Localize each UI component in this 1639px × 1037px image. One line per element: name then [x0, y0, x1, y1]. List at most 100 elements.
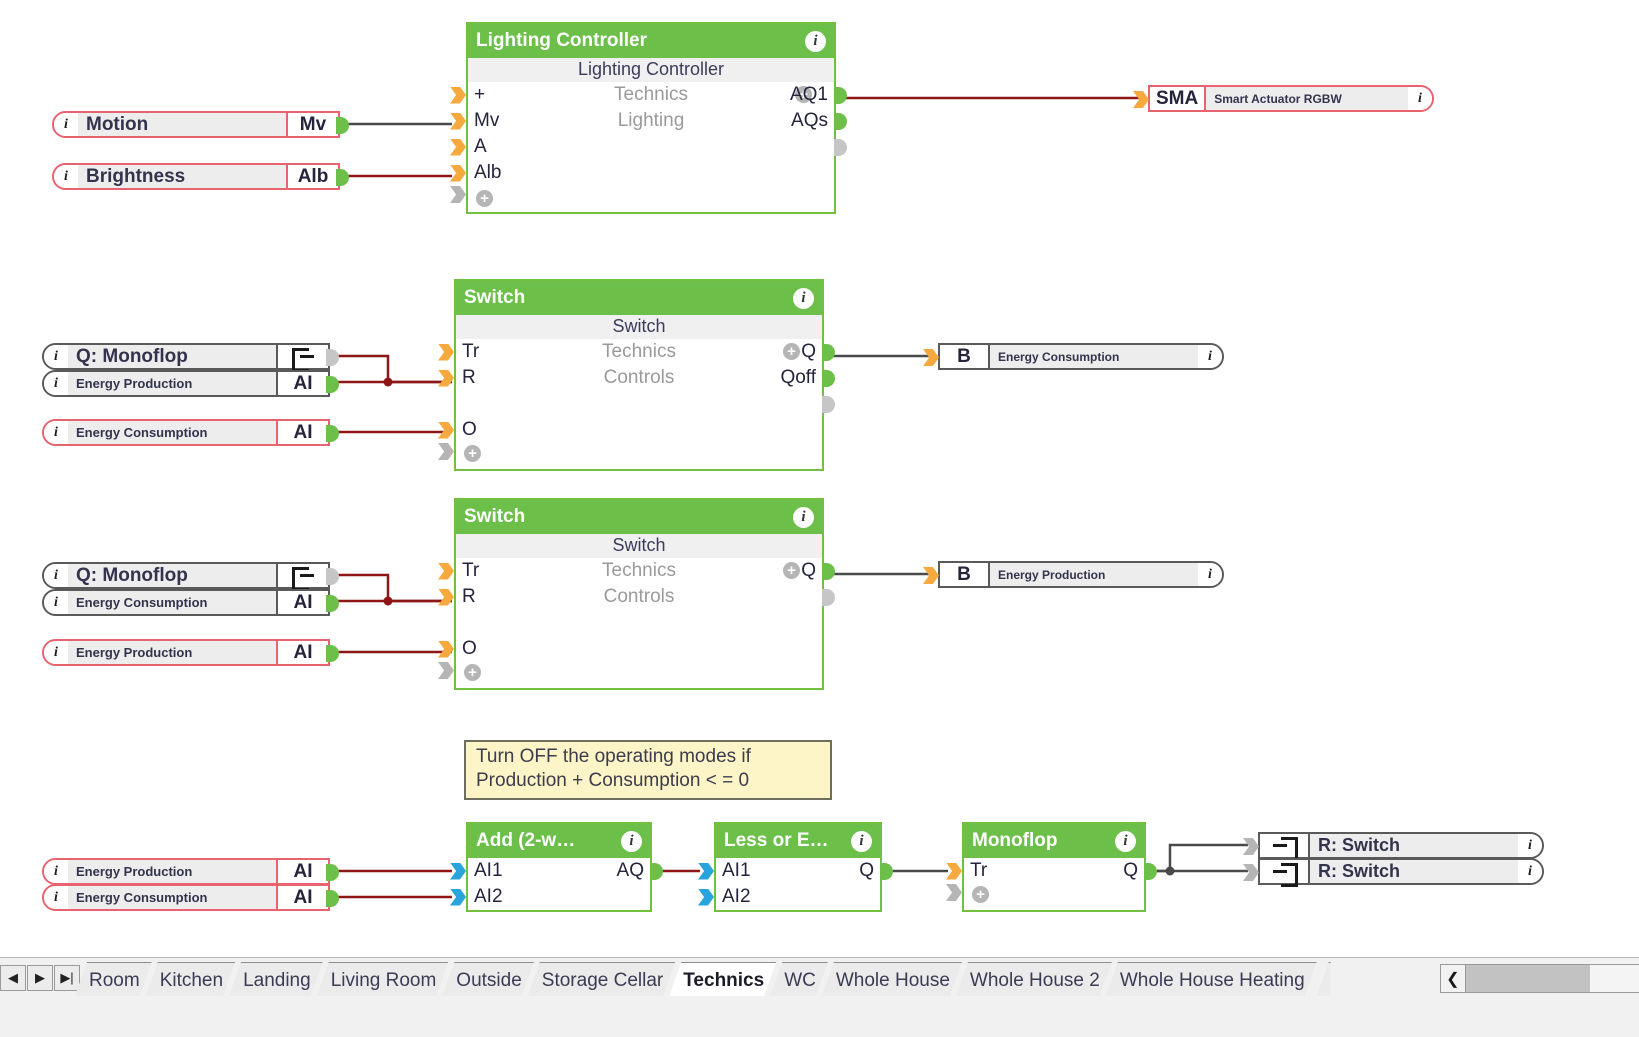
add-output-button[interactable] [783, 343, 800, 360]
input-connector[interactable] [1133, 91, 1149, 108]
target-node-sma[interactable]: SMA Smart Actuator RGBW i [1133, 85, 1434, 112]
block-switch-2[interactable]: Switch i Switch Tr Technics Q R Controls [438, 498, 835, 690]
info-icon[interactable]: i [1518, 834, 1542, 857]
block-less-or-equal[interactable]: Less or E… i AI1 Q AI2 [698, 822, 893, 912]
block-header[interactable]: Monoflop i [964, 824, 1144, 858]
output-connector[interactable] [336, 169, 349, 186]
add-output-button[interactable] [783, 562, 800, 579]
info-icon[interactable]: i [44, 591, 68, 614]
target-node-b-energy-consumption[interactable]: B Energy Consumption i [923, 343, 1224, 370]
info-icon[interactable]: i [1198, 345, 1222, 368]
target-node-r-switch-2[interactable]: R: Switch i [1243, 858, 1544, 887]
nav-prev-button[interactable]: ◀ [0, 965, 26, 991]
output-connector[interactable] [326, 376, 339, 393]
block-add-2-way[interactable]: Add (2-w… i AI1 AQ AI2 [450, 822, 663, 912]
info-icon[interactable]: i [54, 113, 78, 136]
input-connector[interactable] [438, 369, 454, 387]
source-node-q-monoflop-2[interactable]: i Q: Monoflop [42, 562, 339, 591]
sidebar-item-room[interactable]: Room [75, 962, 152, 996]
sidebar-item-kitchen[interactable]: Kitchen [146, 962, 235, 996]
output-connector[interactable] [326, 349, 339, 366]
output-connector[interactable] [834, 86, 850, 104]
info-icon[interactable]: i [1408, 87, 1432, 110]
target-node-b-energy-production[interactable]: B Energy Production i [923, 561, 1224, 588]
comment-note[interactable]: Turn OFF the operating modes if Producti… [464, 740, 832, 800]
input-connector-placeholder[interactable] [438, 443, 454, 460]
info-icon[interactable]: i [44, 564, 68, 587]
nav-next-button[interactable]: ▶ [27, 965, 53, 991]
info-icon[interactable]: i [793, 506, 814, 528]
sidebar-item-living-room[interactable]: Living Room [317, 962, 449, 996]
input-connector[interactable] [450, 86, 466, 104]
input-connector-placeholder[interactable] [438, 662, 454, 679]
info-icon[interactable]: i [54, 165, 78, 188]
output-connector[interactable] [326, 864, 339, 881]
info-icon[interactable]: i [44, 860, 68, 883]
scrollbar-thumb[interactable] [1464, 965, 1591, 992]
output-connector[interactable] [834, 112, 850, 130]
input-connector[interactable] [698, 862, 714, 880]
output-connector[interactable] [822, 369, 838, 387]
info-icon[interactable]: i [44, 421, 68, 444]
output-connector[interactable] [326, 890, 339, 907]
info-icon[interactable]: i [1115, 830, 1136, 852]
input-connector[interactable] [1243, 864, 1259, 881]
source-node-motion[interactable]: i Motion Mv [52, 111, 349, 138]
input-connector[interactable] [450, 862, 466, 880]
add-input-button[interactable] [476, 190, 493, 207]
info-icon[interactable]: i [44, 641, 68, 664]
sidebar-item-technics[interactable]: Technics [669, 962, 776, 996]
add-input-button[interactable] [464, 445, 481, 462]
input-connector[interactable] [438, 588, 454, 606]
info-icon[interactable]: i [621, 830, 642, 852]
source-node-energy-production-3[interactable]: i Energy Production AI [42, 858, 339, 885]
output-connector[interactable] [1144, 862, 1160, 880]
nav-last-button[interactable]: ▶| [54, 965, 80, 991]
output-connector-placeholder[interactable] [822, 395, 838, 413]
info-icon[interactable]: i [1198, 563, 1222, 586]
source-node-q-monoflop-1[interactable]: i Q: Monoflop [42, 343, 339, 372]
block-header[interactable]: Switch i [456, 500, 822, 534]
block-header[interactable]: Lighting Controller i [468, 24, 834, 58]
output-connector-placeholder[interactable] [834, 138, 850, 156]
info-icon[interactable]: i [44, 345, 68, 368]
block-header[interactable]: Switch i [456, 281, 822, 315]
input-connector[interactable] [438, 421, 454, 439]
sidebar-item-whole-house-2[interactable]: Whole House 2 [956, 962, 1112, 996]
input-connector[interactable] [1243, 838, 1259, 855]
sheet-tab-bar[interactable]: ◀ ▶ ▶| Room Kitchen Landing Living Room … [0, 957, 1639, 1037]
output-connector-placeholder[interactable] [822, 588, 838, 606]
block-lighting-controller[interactable]: Lighting Controller i Lighting Controlle… [450, 22, 847, 214]
sidebar-item-whole-house-heating[interactable]: Whole House Heating [1106, 962, 1317, 996]
output-connector[interactable] [822, 343, 838, 361]
info-icon[interactable]: i [805, 30, 826, 52]
output-connector[interactable] [650, 862, 666, 880]
source-node-energy-consumption-1[interactable]: i Energy Consumption AI [42, 419, 339, 446]
input-connector[interactable] [450, 888, 466, 906]
sidebar-item-storage-cellar[interactable]: Storage Cellar [528, 962, 675, 996]
input-connector[interactable] [438, 562, 454, 580]
sidebar-item-whole-house[interactable]: Whole House [822, 962, 962, 996]
info-icon[interactable]: i [1518, 860, 1542, 883]
output-connector[interactable] [326, 568, 339, 585]
target-node-r-switch-1[interactable]: R: Switch i [1243, 832, 1544, 861]
source-node-energy-production-1[interactable]: i Energy Production AI [42, 370, 339, 397]
info-icon[interactable]: i [44, 886, 68, 909]
input-connector-placeholder[interactable] [946, 884, 962, 901]
input-connector-placeholder[interactable] [450, 186, 466, 203]
sidebar-item-wc[interactable]: WC [770, 962, 828, 996]
add-input-button[interactable] [464, 664, 481, 681]
block-header[interactable]: Add (2-w… i [468, 824, 650, 858]
output-connector[interactable] [336, 117, 349, 134]
input-connector[interactable] [923, 567, 939, 584]
info-icon[interactable]: i [851, 830, 872, 852]
output-connector[interactable] [326, 595, 339, 612]
scroll-left-button[interactable]: ❮ [1441, 965, 1465, 992]
source-node-brightness[interactable]: i Brightness Alb [52, 163, 349, 190]
output-connector[interactable] [822, 562, 838, 580]
block-switch-1[interactable]: Switch i Switch Tr Technics Q R Controls… [438, 279, 835, 471]
input-connector[interactable] [450, 138, 466, 156]
horizontal-scrollbar[interactable]: ❮ [1440, 964, 1639, 993]
output-connector[interactable] [326, 425, 339, 442]
info-icon[interactable]: i [44, 372, 68, 395]
